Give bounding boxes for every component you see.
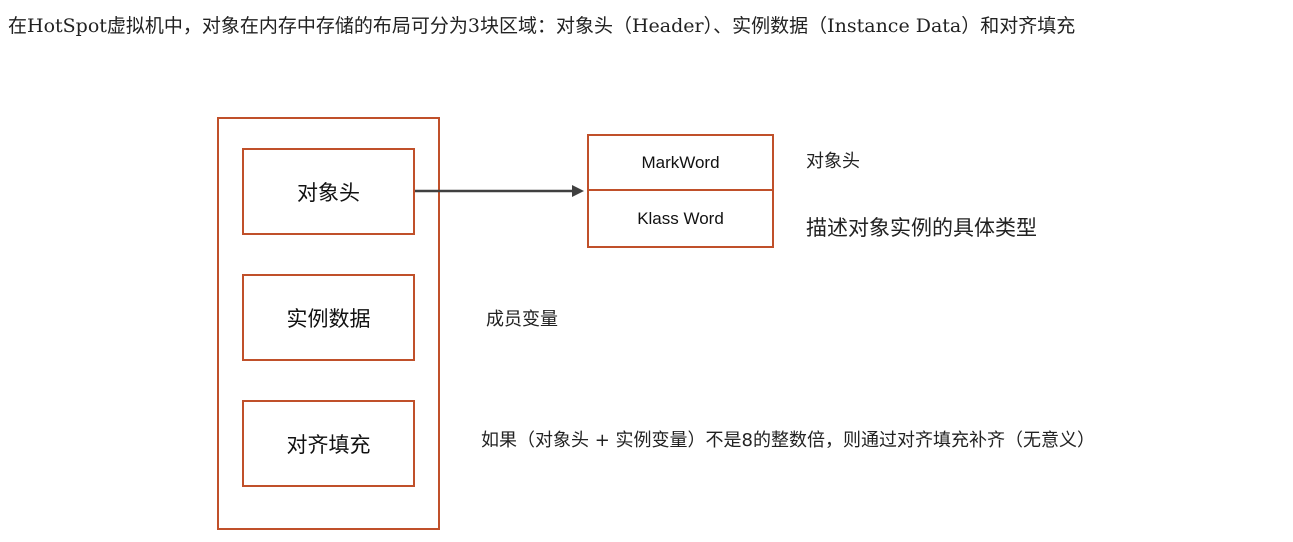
padding-box: 对齐填充 [242,400,415,487]
klass-note: 描述对象实例的具体类型 [806,216,1037,240]
arrow-head [572,185,584,197]
header-note: 对象头 [806,151,860,172]
klass-word-cell: Klass Word [637,208,724,228]
instance-data-box: 实例数据 [242,274,415,361]
padding-note: 如果（对象头 + 实例变量）不是8的整数倍，则通过对齐填充补齐（无意义） [481,430,1095,451]
object-header-box: 对象头 [242,148,415,235]
header-detail-box: MarkWord Klass Word [587,134,774,248]
object-layout-container [217,117,440,530]
intro-paragraph: 在HotSpot虚拟机中，对象在内存中存储的布局可分为3块区域：对象头（Head… [8,15,1076,37]
mark-word-cell: MarkWord [589,136,772,191]
instance-note: 成员变量 [486,309,558,330]
